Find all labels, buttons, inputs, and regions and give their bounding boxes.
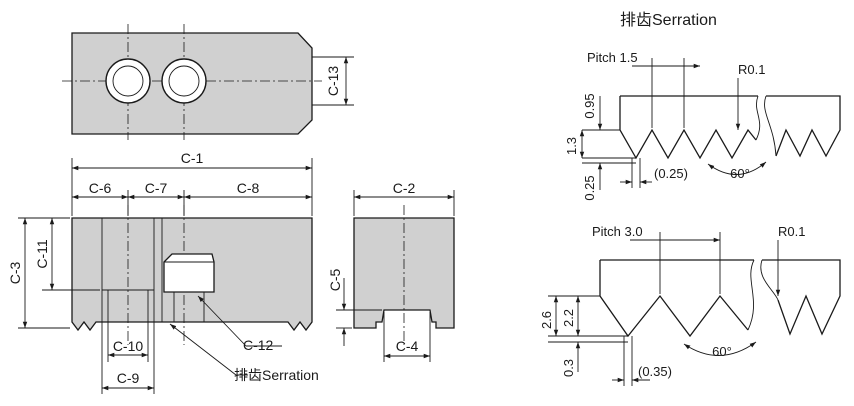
front-view-dimensions: C-1 C-6 C-7 C-8 C-3 C-11 C-10 C-9	[7, 150, 313, 394]
fine-pitch: Pitch 1.5	[587, 50, 638, 65]
fine-dim-025-paren: (0.25)	[654, 166, 688, 181]
coarse-dim-035-paren: (0.35)	[638, 364, 672, 379]
jaw-top-view: C-13	[62, 24, 354, 140]
label-c6: C-6	[89, 180, 112, 196]
coarse-dim-26: 2.6	[539, 311, 554, 329]
counterbore-hole-left	[105, 58, 151, 104]
serration-coarse-detail: Pitch 3.0 R0.1 2.6 2.2 0.3 (0.35) 60°	[539, 224, 841, 386]
fine-dim-025: 0.25	[582, 175, 597, 200]
label-c12: C-12	[243, 337, 274, 353]
label-c10: C-10	[113, 338, 144, 354]
counterbore-hole-right	[161, 58, 207, 104]
fine-radius: R0.1	[738, 62, 765, 77]
fine-dim-13: 1.3	[564, 137, 579, 155]
label-c13: C-13	[325, 66, 341, 97]
label-c5: C-5	[327, 269, 343, 292]
label-c4: C-4	[396, 338, 419, 354]
fine-angle: 60°	[730, 166, 750, 181]
label-c8: C-8	[237, 180, 260, 196]
serration-title: 排齿Serration	[620, 11, 717, 29]
label-c2: C-2	[393, 180, 416, 196]
label-c9: C-9	[117, 370, 140, 386]
coarse-dim-22: 2.2	[561, 309, 576, 327]
coarse-dim-03: 0.3	[561, 359, 576, 377]
coarse-radius: R0.1	[778, 224, 805, 239]
coarse-angle: 60°	[712, 344, 732, 359]
coarse-pitch: Pitch 3.0	[592, 224, 643, 239]
fine-dim-095: 0.95	[582, 93, 597, 118]
label-c3: C-3	[7, 262, 23, 285]
serration-fine-detail: Pitch 1.5 R0.1 0.95 1.3 0.25 (0.25) 60°	[564, 50, 841, 201]
label-c11: C-11	[34, 239, 50, 269]
label-serration: 排齿Serration	[234, 367, 319, 383]
jaw-front-view: 排齿Serration C-12	[71, 205, 319, 383]
label-c7: C-7	[145, 180, 168, 196]
label-c1: C-1	[181, 150, 204, 166]
jaw-side-view: C-2 C-5 C-4	[327, 180, 455, 362]
